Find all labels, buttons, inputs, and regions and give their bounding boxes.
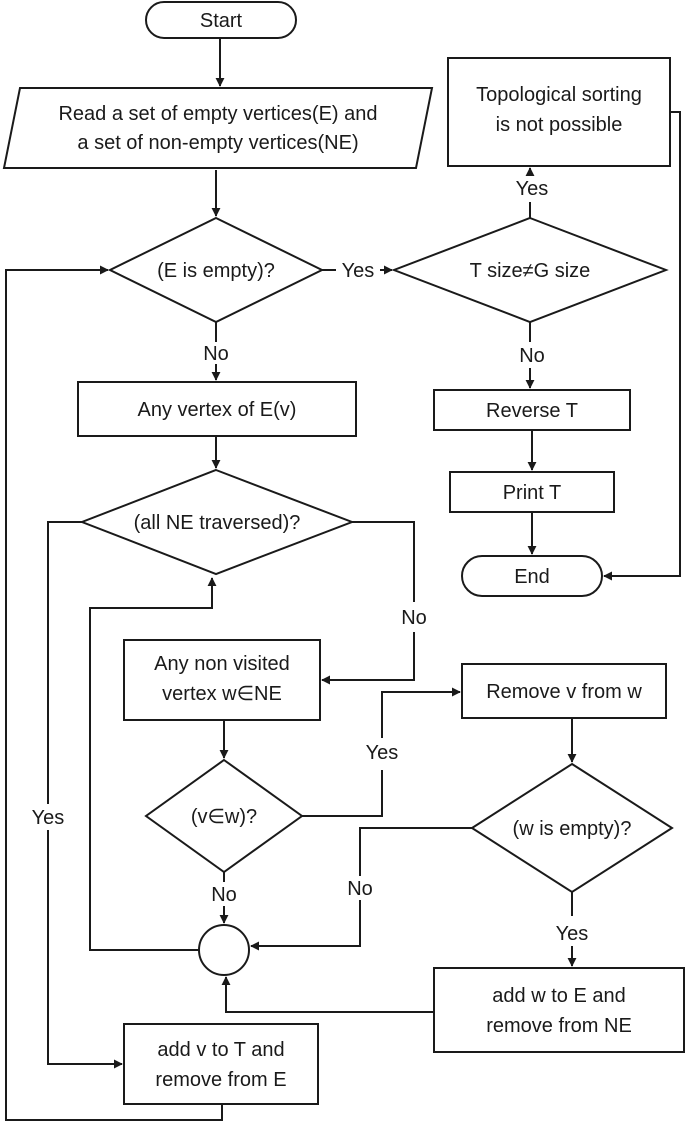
remove-v-box — [461, 663, 667, 719]
all-ne-traversed-decision — [79, 468, 355, 576]
print-t-box — [449, 471, 615, 513]
edge-w-empty-no-a — [359, 827, 472, 876]
e-empty-no-label: No — [203, 343, 229, 365]
add-w-box — [433, 967, 685, 1053]
w-empty-no-label: No — [347, 878, 373, 900]
edge-merge-to-all-ne — [89, 577, 217, 951]
e-empty-label: (E is empty)? — [157, 260, 275, 282]
edge-w-empty-no-b — [250, 900, 361, 951]
merge-connector — [198, 924, 250, 976]
edge-add-w-to-merge — [221, 976, 434, 1013]
add-w-label-line1: add w to E and — [492, 985, 625, 1007]
any-non-visited-label-line1: Any non visited — [154, 653, 290, 675]
any-non-visited-box — [123, 639, 321, 721]
all-ne-traversed-label: (all NE traversed)? — [134, 512, 301, 534]
reverse-t-box — [433, 389, 631, 431]
end-label: End — [514, 566, 550, 588]
edge-all-ne-yes-b — [47, 830, 123, 1069]
v-in-w-label: (v∈w)? — [191, 806, 257, 828]
reverse-t-label: Reverse T — [486, 400, 578, 422]
remove-v-label: Remove v from w — [486, 681, 642, 703]
w-empty-yes-label: Yes — [556, 923, 589, 945]
tsize-yes-label: Yes — [516, 178, 549, 200]
edge-add-v-loop — [5, 265, 223, 1121]
read-input-parallelogram — [2, 87, 434, 169]
edge-all-ne-yes-a — [47, 521, 82, 804]
any-non-visited-label-line2: vertex w∈NE — [162, 683, 282, 705]
any-vertex-e-label: Any vertex of E(v) — [138, 399, 297, 421]
edge-all-ne-no-b — [321, 632, 415, 685]
add-v-label-line1: add v to T and — [157, 1039, 284, 1061]
all-ne-no-label: No — [401, 607, 427, 629]
edge-all-ne-no-a — [352, 521, 415, 602]
v-in-w-no-label: No — [211, 884, 237, 906]
add-v-label-line2: remove from E — [155, 1069, 286, 1091]
end-terminal — [461, 555, 603, 597]
edge-not-possible-to-end — [603, 111, 681, 581]
not-possible-label-line1: Topological sorting — [476, 84, 642, 106]
add-v-box — [123, 1023, 319, 1105]
edge-v-in-w-yes-b — [381, 687, 461, 738]
edge-v-in-w-yes-a — [302, 770, 383, 817]
start-label: Start — [200, 10, 243, 32]
tsize-no-label: No — [519, 345, 545, 367]
e-empty-yes-label: Yes — [342, 260, 375, 282]
add-w-label-line2: remove from NE — [486, 1015, 632, 1037]
all-ne-yes-label: Yes — [32, 807, 65, 829]
read-label-line1: Read a set of empty vertices(E) and — [58, 103, 377, 125]
w-empty-label: (w is empty)? — [513, 818, 632, 840]
print-t-label: Print T — [503, 482, 562, 504]
t-size-label: T size≠G size — [470, 260, 591, 282]
read-label-line2: a set of non-empty vertices(NE) — [77, 132, 358, 154]
v-in-w-yes-label: Yes — [366, 742, 399, 764]
not-possible-label-line2: is not possible — [496, 114, 623, 136]
not-possible-box — [447, 57, 671, 167]
any-vertex-e-box — [77, 381, 357, 437]
